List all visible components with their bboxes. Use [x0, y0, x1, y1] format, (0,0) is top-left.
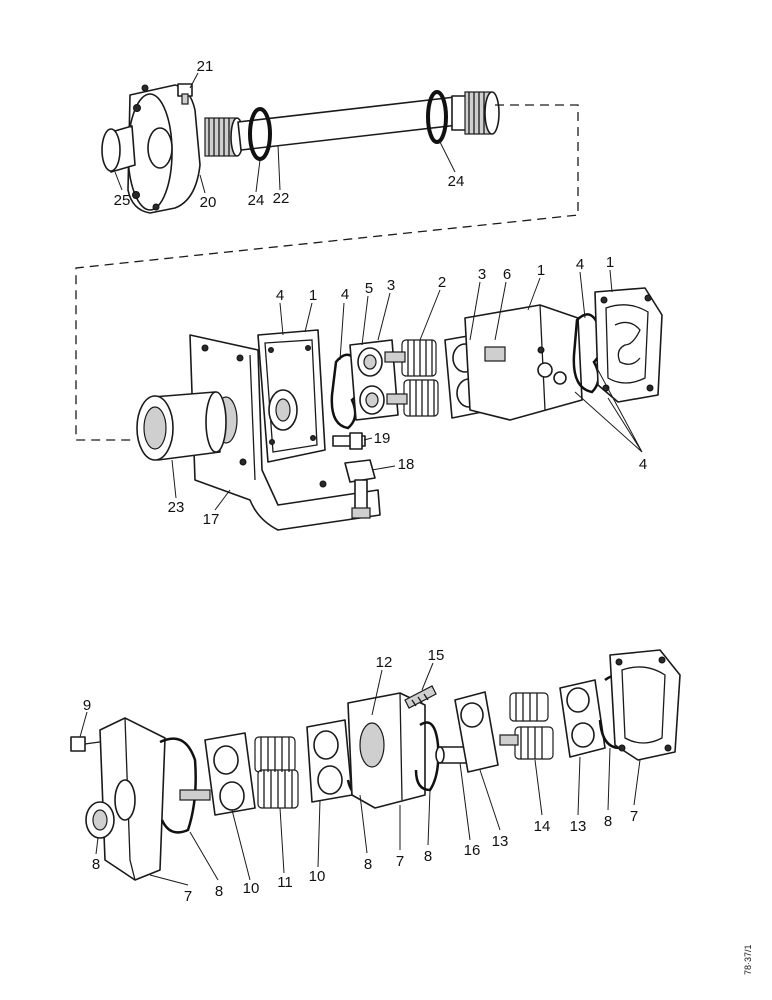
callout-14: 14	[534, 818, 551, 835]
pump-body-7	[347, 692, 426, 809]
front-cover-7	[85, 717, 166, 881]
callout-23: 23	[168, 499, 185, 516]
callout-8: 8	[215, 883, 223, 900]
rear-cover-7	[609, 649, 681, 761]
callout-13: 13	[492, 833, 509, 850]
flange-20	[127, 84, 201, 214]
callout-4: 4	[639, 456, 647, 473]
callout-18: 18	[398, 456, 415, 473]
rear-cover-1	[594, 287, 663, 403]
callout-19: 19	[374, 430, 391, 447]
shaft-gear-end	[451, 91, 500, 135]
callout-4: 4	[341, 286, 349, 303]
callout-17: 17	[203, 511, 220, 528]
drive-shaft-assembly	[101, 83, 500, 214]
callout-1: 1	[606, 254, 614, 271]
callout-6: 6	[503, 266, 511, 283]
bolt-18	[344, 459, 376, 519]
callout-labels-middle: 4 1 4 5 3 2 3 6 1 4 1 4 19 18 23 17	[168, 254, 648, 528]
callout-21: 21	[197, 58, 214, 75]
callout-3: 3	[387, 277, 395, 294]
callout-1: 1	[537, 262, 545, 279]
callout-3: 3	[478, 266, 486, 283]
callout-22: 22	[273, 190, 290, 207]
callout-15: 15	[428, 647, 445, 664]
callout-10: 10	[243, 880, 260, 897]
callout-4: 4	[576, 256, 584, 273]
gear-pair-11	[254, 736, 299, 809]
callout-24: 24	[248, 192, 265, 209]
callout-16: 16	[464, 842, 481, 859]
callout-labels-top: 21 25 20 24 22 24	[114, 58, 465, 211]
front-cover-1	[257, 329, 326, 463]
callout-25: 25	[114, 192, 131, 209]
callout-2: 2	[438, 274, 446, 291]
bolt-19	[332, 432, 366, 450]
callout-8: 8	[364, 856, 372, 873]
callout-7: 7	[396, 853, 404, 870]
tandem-pump-assembly	[70, 649, 681, 881]
bushing-block-13-left	[454, 691, 499, 773]
o-ring-24-left	[248, 107, 272, 161]
callout-24: 24	[448, 173, 465, 190]
callout-11: 11	[277, 874, 293, 891]
callout-12: 12	[376, 654, 393, 671]
seal-8-middle-b	[414, 721, 440, 792]
drawing-reference: 78·37/1	[743, 944, 753, 975]
single-pump-assembly	[136, 287, 663, 531]
callout-13: 13	[570, 818, 587, 835]
callout-20: 20	[200, 194, 217, 211]
seal-8-front	[159, 737, 197, 834]
bolt-21	[177, 83, 193, 105]
bushing-block-10-left	[179, 732, 256, 816]
callout-4: 4	[276, 287, 284, 304]
callout-1: 1	[309, 287, 317, 304]
callout-8: 8	[92, 856, 100, 873]
pump-body-1	[464, 304, 583, 421]
stud-15	[404, 685, 437, 709]
callout-8: 8	[424, 848, 432, 865]
bushing-block-13-right	[559, 679, 606, 758]
gear-pair-14	[499, 692, 554, 760]
bushing-block-10-right	[306, 719, 353, 803]
leader-lines	[79, 72, 643, 886]
callout-10: 10	[309, 868, 326, 885]
coupling-23	[136, 391, 227, 461]
callout-7: 7	[184, 888, 192, 905]
gear-pair-2	[384, 339, 439, 417]
callout-7: 7	[630, 808, 638, 825]
callout-8: 8	[604, 813, 612, 830]
callout-5: 5	[365, 280, 373, 297]
boss-25	[101, 125, 136, 173]
callout-9: 9	[83, 697, 91, 714]
callout-labels-bottom: 12 15 9 8 7 8 10 11 10 8 7 8 16 13 14 13…	[83, 647, 638, 905]
splined-hub	[204, 117, 244, 157]
o-ring-24-right	[426, 90, 448, 144]
